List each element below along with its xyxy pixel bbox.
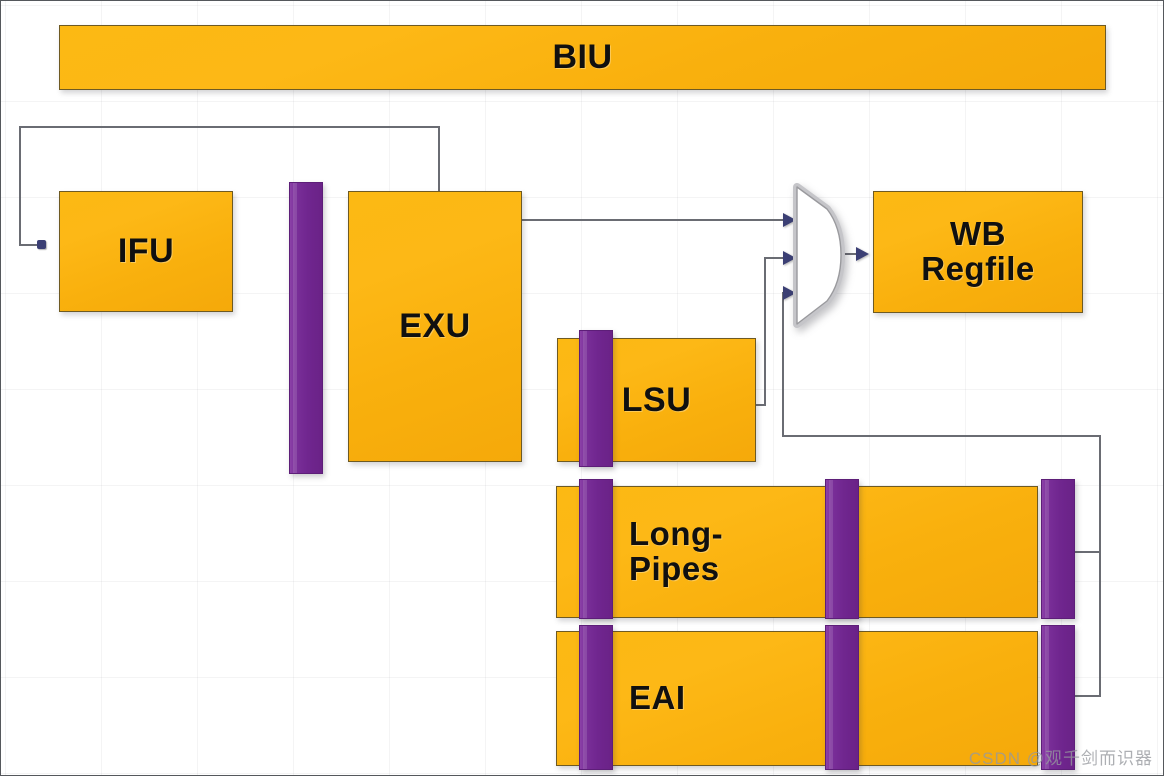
block-wb-regfile[interactable]: WB Regfile	[873, 191, 1083, 313]
feedback-endpoint-marker	[37, 240, 46, 249]
arrowhead-mux-input-1	[783, 213, 796, 227]
block-long-pipes-label: Long- Pipes	[629, 515, 724, 587]
wire-lsu-to-mux-up	[764, 257, 766, 405]
pipeline-bar-eai-3[interactable]	[1041, 625, 1075, 770]
pipeline-bar-long-pipes-2[interactable]	[825, 479, 859, 619]
arrowhead-mux-input-2	[783, 251, 796, 265]
block-ifu[interactable]: IFU	[59, 191, 233, 312]
wire-longpipes-out	[1075, 551, 1101, 553]
wire-mux-to-wb	[837, 253, 859, 255]
pipeline-bar-lsu[interactable]	[579, 330, 613, 467]
pipeline-bar-eai-2[interactable]	[825, 625, 859, 770]
block-long-pipes[interactable]: Long- Pipes	[556, 486, 1038, 618]
pipeline-bar-long-pipes-1[interactable]	[579, 479, 613, 619]
wire-exu-feedback-in	[19, 244, 45, 246]
wire-lsu-out	[756, 404, 766, 406]
block-ifu-label: IFU	[117, 232, 175, 271]
wire-right-rail-top	[782, 435, 1100, 437]
wire-eai-out	[1075, 695, 1101, 697]
block-lsu-label: LSU	[621, 380, 692, 419]
block-biu-label: BIU	[552, 38, 613, 77]
watermark: CSDN @观千剑而识器	[968, 749, 1153, 768]
wire-exu-feedback-down	[19, 126, 21, 245]
wire-exu-feedback-top	[19, 126, 439, 128]
pipeline-bar-eai-1[interactable]	[579, 625, 613, 770]
write-back-mux[interactable]	[791, 183, 853, 328]
block-eai[interactable]: EAI	[556, 631, 1038, 766]
pipeline-bar-exu-input[interactable]	[289, 182, 323, 474]
block-exu[interactable]: EXU	[348, 191, 522, 462]
wire-lsu-to-mux-in	[764, 257, 791, 259]
wire-rail-to-mux-up	[782, 292, 784, 436]
block-exu-label: EXU	[399, 307, 471, 346]
mux-outline	[796, 186, 842, 325]
wire-exu-feedback-up	[438, 126, 440, 192]
pipeline-bar-long-pipes-3[interactable]	[1041, 479, 1075, 619]
wire-right-rail	[1099, 435, 1101, 696]
arrowhead-mux-input-3	[783, 286, 796, 300]
arrowhead-wb-input	[856, 247, 869, 261]
block-biu[interactable]: BIU	[59, 25, 1106, 90]
wire-exu-to-mux	[522, 219, 790, 221]
block-eai-label: EAI	[629, 679, 686, 717]
block-wb-regfile-label: WB Regfile	[921, 215, 1035, 287]
